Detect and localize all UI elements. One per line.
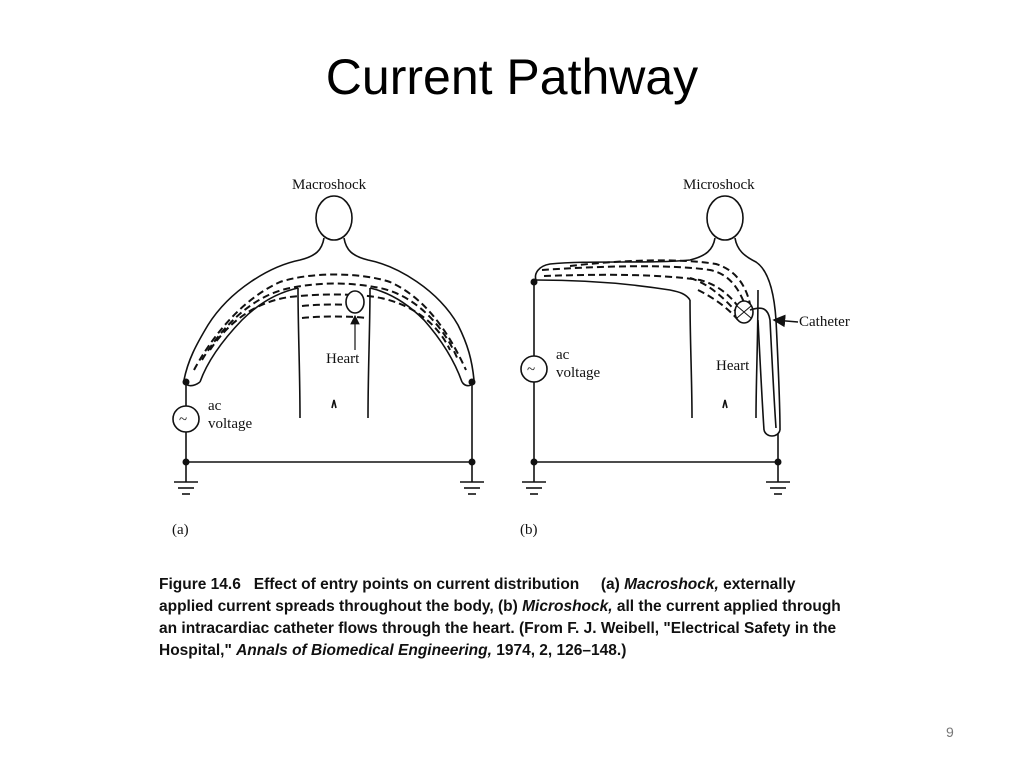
panel-a-nodes [182, 378, 476, 466]
panel-a-circuit [185, 382, 473, 482]
panel-b-heart [734, 300, 754, 324]
panel-b-ground-left [522, 481, 546, 495]
panel-b-ground-right [766, 481, 790, 495]
figure-drawing: Macroshock [172, 177, 850, 538]
panel-b-catheter [749, 307, 799, 429]
caption-part-a-text: externally applied current spreads throu… [159, 576, 796, 615]
current-pathway-figure: Macroshock [150, 160, 870, 550]
panel-b-source-label-line1: ac [556, 347, 570, 363]
caption-heading: Effect of entry points on current distri… [253, 576, 580, 593]
caption-figure-number: Figure 14.6 [159, 576, 241, 593]
panel-b-title: Microshock [683, 177, 755, 193]
panel-a-ac-source: ~ [172, 405, 200, 433]
panel-b-catheter-label: Catheter [799, 314, 850, 330]
panel-a-source-label-line2: voltage [208, 416, 252, 432]
caption-part-b-text: all the current applied through an intra… [159, 598, 841, 659]
panel-a-body [183, 195, 475, 419]
panel-a-label: (a) [172, 522, 189, 538]
panel-b-ac-symbol: ~ [527, 362, 535, 378]
caption-part-b-term: Microshock, [522, 598, 613, 615]
caption-part-a-term: Macroshock, [624, 576, 719, 593]
panel-a: Macroshock [172, 177, 484, 538]
panel-b-label: (b) [520, 522, 538, 538]
caption-citation-tail: 1974, 2, 126–148.) [491, 642, 627, 659]
slide-title: Current Pathway [325, 49, 699, 105]
panel-a-heart-label: Heart [326, 351, 360, 367]
panel-a-ground-left [174, 481, 198, 495]
panel-a-title: Macroshock [292, 177, 367, 193]
panel-a-ac-symbol: ~ [179, 412, 187, 428]
caption-part-a-prefix: (a) [600, 576, 625, 593]
figure-caption: Figure 14.6 Effect of entry points on cu… [159, 574, 849, 662]
page-number: 9 [946, 724, 954, 740]
panel-a-ground-right [460, 481, 484, 495]
panel-b-current-lines [541, 259, 751, 321]
panel-b-nodes [530, 278, 782, 466]
panel-b-circuit [533, 282, 779, 482]
panel-a-source-label-line1: ac [208, 398, 222, 414]
panel-b: Microshock [520, 177, 850, 538]
panel-b-source-label-line2: voltage [556, 365, 600, 381]
caption-journal: Annals of Biomedical Engineering, [236, 642, 492, 659]
panel-b-ac-source: ~ [520, 355, 548, 383]
panel-b-heart-label: Heart [716, 358, 750, 374]
panel-a-heart [345, 290, 365, 350]
